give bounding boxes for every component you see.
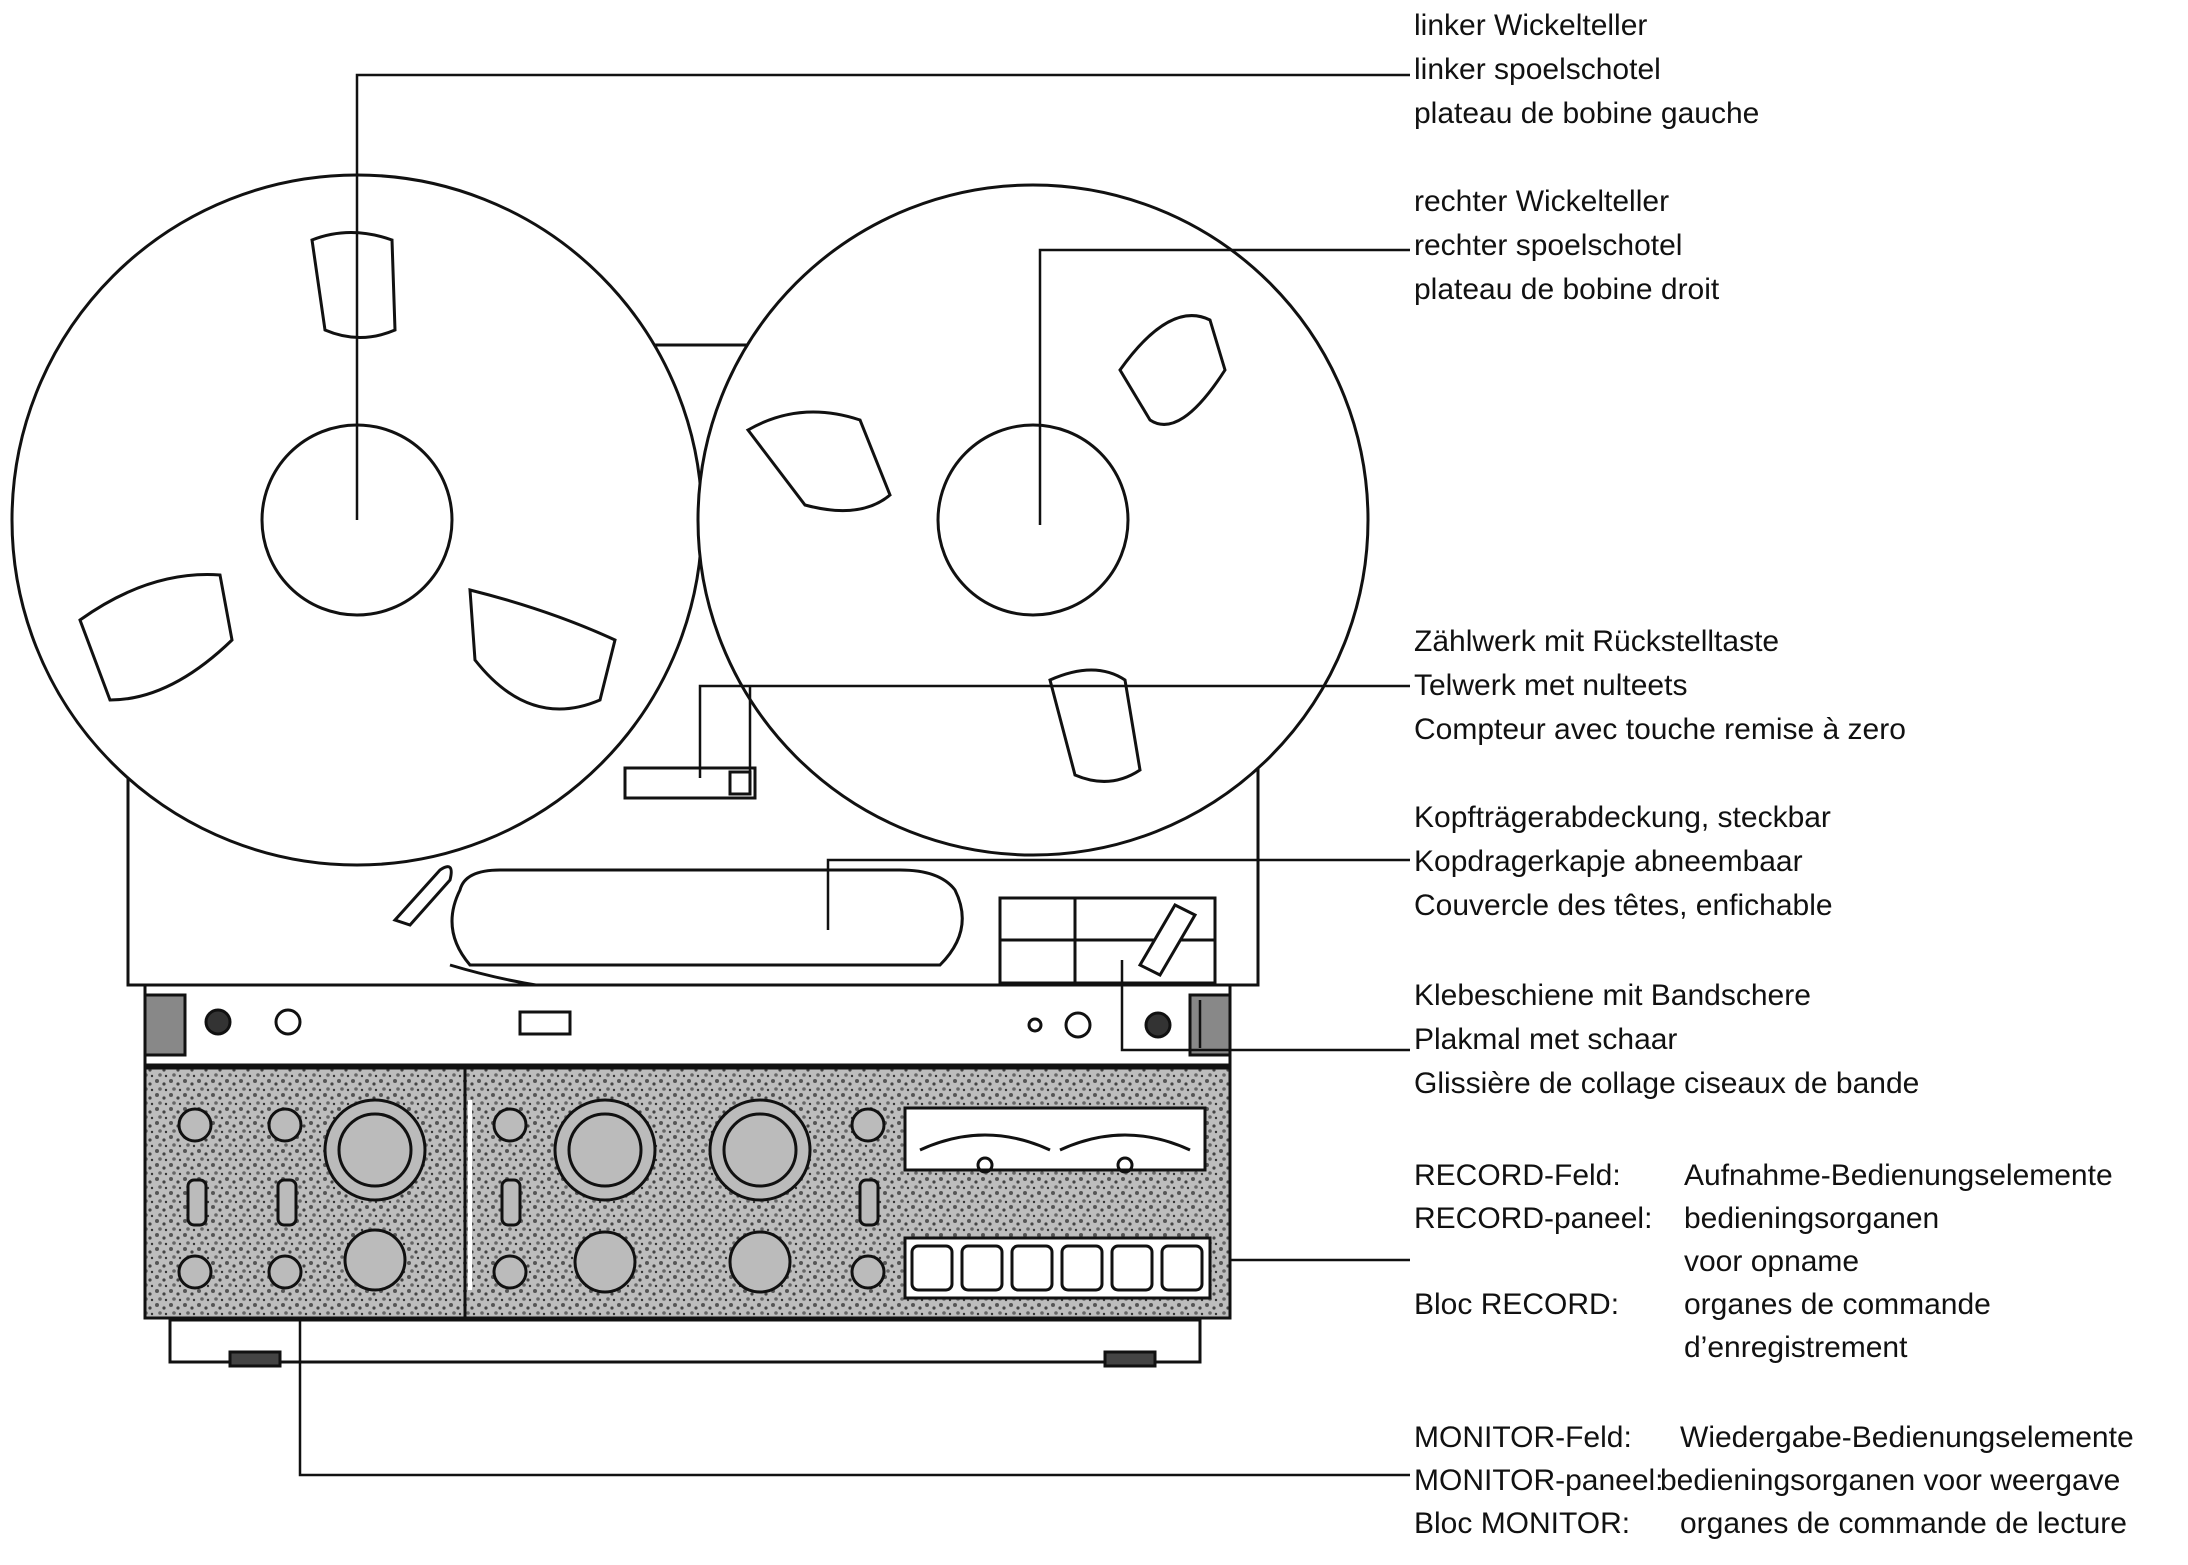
label-row: RECORD-Feld: Aufnahme-Bedienungselemente [1414, 1154, 2113, 1197]
right-reel [696, 183, 1370, 857]
label-monitor-field: MONITOR-Feld: Wiedergabe-Bedienungselemen… [1414, 1416, 2134, 1545]
top-control-strip [143, 983, 1232, 1067]
label-line: rechter Wickelteller [1414, 185, 1670, 218]
label-line: Glissière de collage ciseaux de bande [1414, 1067, 1920, 1100]
label-counter: Zählwerk mit Rückstelltaste Telwerk met … [1414, 620, 1906, 752]
label-line: linker spoelschotel [1414, 53, 1661, 86]
label-key: Bloc MONITOR: [1414, 1507, 1631, 1540]
label-row: Bloc MONITOR: organes de commande de lect… [1414, 1502, 2134, 1545]
recorder-base [168, 1318, 1202, 1364]
label-record-field: RECORD-Feld:Aufnahme-Bedienungselemente … [1414, 1154, 2113, 1369]
label-key: RECORD-paneel: [1414, 1202, 1653, 1235]
label-line: rechter spoelschotel [1414, 229, 1683, 262]
label-row: Bloc RECORD: organes de commande [1414, 1283, 2113, 1326]
label-value: organes de commande de lecture [1680, 1507, 2127, 1540]
transport-buttons [903, 1236, 1212, 1300]
label-row: voor opname [1414, 1240, 2113, 1283]
label-right-reel: rechter Wickelteller rechter spoelschote… [1414, 180, 1719, 312]
label-line: Couvercle des têtes, enfichable [1414, 889, 1833, 922]
label-value: Wiedergabe-Bedienungselemente [1680, 1421, 2134, 1454]
label-value: organes de commande [1684, 1288, 1991, 1321]
label-head-cover: Kopfträgerabdeckung, steckbar Kopdragerk… [1414, 796, 1833, 928]
label-line: plateau de bobine droit [1414, 273, 1720, 306]
label-line: linker Wickelteller [1414, 9, 1648, 42]
label-key: MONITOR-Feld: [1414, 1421, 1632, 1454]
label-row: d’enregistrement [1414, 1326, 2113, 1369]
label-key: Bloc RECORD: [1414, 1288, 1620, 1321]
label-key [1414, 1326, 1684, 1369]
label-key [1414, 1240, 1684, 1283]
label-row: MONITOR-paneel:bedieningsorganen voor we… [1414, 1459, 2134, 1502]
leader-lines [298, 73, 1410, 1477]
right-reel-hub [936, 423, 1130, 617]
label-line: Kopdragerkapje abneembaar [1414, 845, 1803, 878]
label-key: RECORD-Feld: [1414, 1159, 1621, 1192]
label-line: plateau de bobine gauche [1414, 97, 1760, 130]
label-line: Compteur avec touche remise à zero [1414, 713, 1906, 746]
label-value: voor opname [1684, 1245, 1860, 1278]
label-line: Plakmal met schaar [1414, 1023, 1678, 1056]
label-value: Aufnahme-Bedienungselemente [1684, 1159, 2113, 1192]
label-left-reel: linker Wickelteller linker spoelschotel … [1414, 4, 1759, 136]
label-splicing: Klebeschiene mit Bandschere Plakmal met … [1414, 974, 1919, 1106]
head-cover [450, 868, 964, 967]
label-value: bedieningsorganen voor weergave [1660, 1464, 2121, 1497]
label-line: Zählwerk mit Rückstelltaste [1414, 625, 1780, 658]
label-row: MONITOR-Feld: Wiedergabe-Bedienungselemen… [1414, 1416, 2134, 1459]
label-value: d’enregistrement [1684, 1331, 1908, 1364]
label-key: MONITOR-paneel: [1414, 1464, 1664, 1497]
label-line: Kopfträgerabdeckung, steckbar [1414, 801, 1831, 834]
label-line: Klebeschiene mit Bandschere [1414, 979, 1811, 1012]
label-value: bedieningsorganen [1684, 1202, 1940, 1235]
label-row: RECORD-paneel: bedieningsorganen [1414, 1197, 2113, 1240]
label-line: Telwerk met nulteets [1414, 669, 1688, 702]
